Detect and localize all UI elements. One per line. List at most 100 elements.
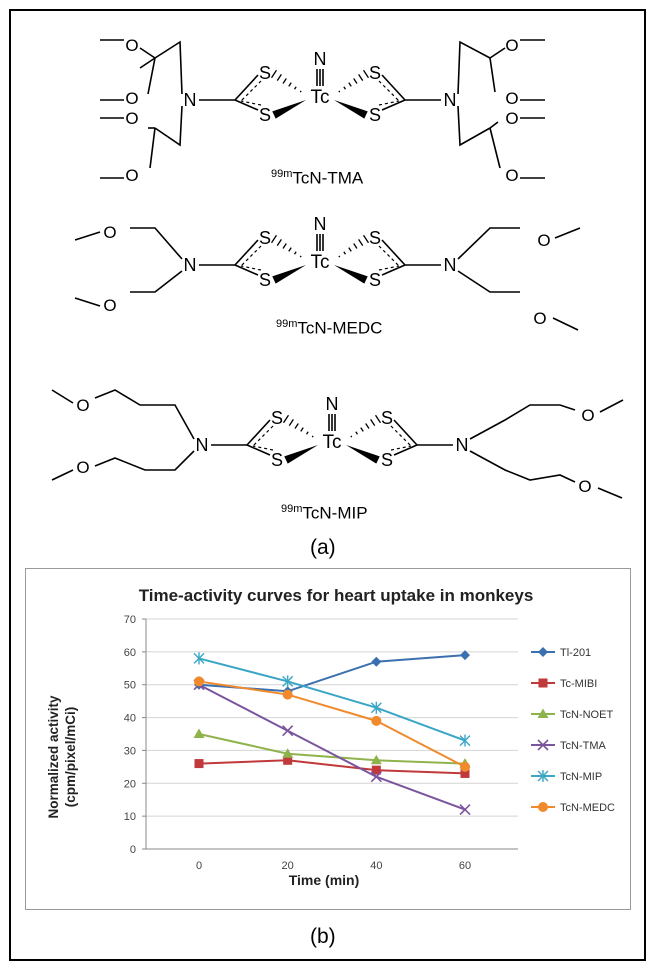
cs-bond-tma — [381, 74, 406, 101]
hashed-bond-medc — [270, 234, 302, 258]
nitrido-atom-medc: N — [314, 214, 327, 234]
wedge-bond-medc — [334, 265, 368, 284]
panel-label-b: (b) — [310, 925, 336, 948]
oxygen-atom-tma: O — [125, 89, 138, 108]
legend-item-tc-mibi: Tc-MIBI — [531, 678, 597, 690]
oxygen-atom-tma: O — [505, 36, 518, 55]
legend-label: TcN-TMA — [560, 740, 606, 752]
chain-tma — [457, 40, 491, 95]
cs-bond-tma — [234, 99, 259, 111]
data-point-tl-201 — [371, 656, 382, 667]
oxygen-atom-tma: O — [125, 166, 138, 185]
hashed-bond-tma — [270, 69, 302, 93]
chain-mip — [469, 450, 576, 483]
cs-bond-tma — [234, 74, 259, 101]
cs-bond-mip — [393, 419, 418, 446]
legend-item-tcn-mip: TcN-MIP — [531, 770, 602, 783]
structure-label-mip: 99mTcN-MIP — [281, 503, 368, 523]
series-tl-201 — [194, 650, 470, 697]
y-tick-label: 70 — [124, 614, 136, 626]
legend-item-tl-201: Tl-201 — [531, 647, 591, 659]
y-tick-label: 40 — [124, 713, 136, 725]
methoxy-mip — [599, 399, 624, 413]
amine-nitrogen-medc: N — [184, 255, 197, 275]
chain-tma — [457, 105, 491, 147]
sulfur-atom-mip: S — [271, 450, 283, 470]
sulfur-atom-tma: S — [259, 105, 271, 125]
sulfur-atom-tma: S — [369, 63, 381, 83]
chain-medc — [130, 270, 183, 293]
x-axis-label: Time (min) — [289, 872, 360, 888]
data-point-tcn-noet — [370, 754, 382, 765]
sulfur-atom-tma: S — [369, 105, 381, 125]
series-tcn-medc — [194, 676, 470, 772]
y-axis-label-line2: (cpm/pixel/mCi) — [63, 707, 78, 808]
technetium-atom-tma: Tc — [311, 87, 330, 108]
methoxy-mip — [51, 389, 74, 404]
x-tick-label: 0 — [196, 860, 202, 872]
technetium-atom-mip: Tc — [323, 432, 342, 453]
amine-nitrogen-medc: N — [444, 255, 457, 275]
y-tick-label: 50 — [124, 680, 136, 692]
chain-tma — [154, 40, 183, 95]
chain-tma — [149, 127, 156, 169]
hashed-bond-medc — [338, 234, 370, 258]
sulfur-atom-mip: S — [381, 408, 393, 428]
cs-dash-bond-mip — [252, 425, 274, 447]
legend-marker — [538, 802, 548, 812]
chart-title: Time-activity curves for heart uptake in… — [139, 586, 534, 605]
methoxy-medc — [74, 297, 101, 307]
data-point-tc-mibi — [460, 768, 470, 778]
methoxy-mip — [597, 487, 623, 499]
series-line-tcn-mip — [198, 657, 466, 742]
series-tc-mibi — [194, 755, 470, 778]
chain-tma — [154, 105, 183, 147]
cs-bond-medc — [234, 239, 259, 266]
legend-label: TcN-NOET — [560, 709, 613, 721]
oxygen-atom-medc: O — [103, 223, 116, 242]
chain-medc — [457, 270, 520, 293]
amine-nitrogen-mip: N — [456, 435, 469, 455]
y-tick-label: 60 — [124, 647, 136, 659]
amine-nitrogen-mip: N — [196, 435, 209, 455]
data-point-tcn-medc — [371, 715, 382, 726]
oxygen-atom-tma: O — [505, 166, 518, 185]
y-tick-label: 30 — [124, 745, 136, 757]
cs-bond-tma — [381, 99, 406, 111]
chart-box: Time-activity curves for heart uptake in… — [25, 568, 631, 910]
legend-marker — [537, 708, 549, 718]
series-line-tc-mibi — [198, 759, 466, 775]
oxygen-atom-mip: O — [578, 477, 591, 496]
chain-tma — [139, 47, 156, 59]
data-point-tc-mibi — [283, 755, 293, 765]
chain-tma — [489, 127, 501, 169]
amine-nitrogen-tma: N — [444, 90, 457, 110]
amine-nitrogen-tma: N — [184, 90, 197, 110]
cs-dash-bond-tma — [240, 80, 262, 102]
oxygen-atom-mip: O — [581, 406, 594, 425]
data-point-tcn-medc — [282, 689, 293, 700]
data-point-tcn-noet — [193, 728, 205, 738]
legend-item-tcn-tma: TcN-TMA — [531, 739, 606, 752]
cs-dash-bond-tma — [378, 80, 400, 102]
data-point-tcn-mip — [370, 701, 382, 714]
sulfur-atom-mip: S — [271, 408, 283, 428]
chain-tma — [147, 57, 156, 95]
data-point-tc-mibi — [194, 759, 204, 769]
data-point-tcn-mip — [193, 652, 205, 665]
chain-medc — [130, 227, 183, 260]
cs-bond-mip — [393, 444, 418, 456]
sulfur-atom-medc: S — [369, 228, 381, 248]
oxygen-atom-tma: O — [125, 109, 138, 128]
y-tick-label: 10 — [124, 811, 136, 823]
methoxy-medc — [554, 227, 581, 239]
data-point-tcn-tma — [459, 804, 471, 816]
data-point-tcn-noet — [282, 748, 294, 758]
technetium-atom-medc: Tc — [311, 252, 330, 273]
wedge-bond-medc — [272, 265, 306, 284]
y-axis-label-line1: Normalized activity — [46, 695, 61, 819]
wedge-bond-tma — [272, 100, 306, 119]
structure-label-tma: 99mTcN-TMA — [271, 168, 364, 188]
cs-bond-medc — [381, 239, 406, 266]
chain-mip — [94, 389, 195, 440]
